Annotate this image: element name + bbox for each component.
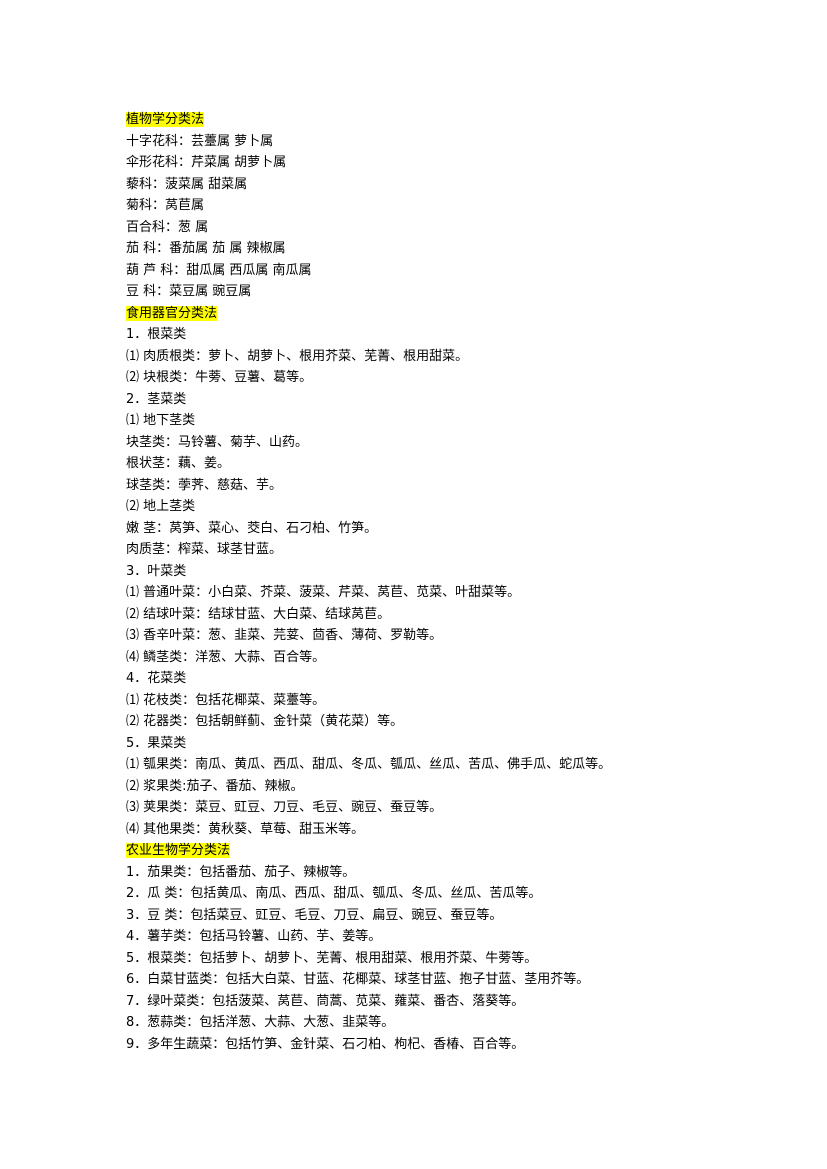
text-line-content: ⑴ 花枝类：包括花椰菜、菜薹等。 <box>126 692 326 708</box>
text-line-content: ⑵ 花器类：包括朝鲜蓟、金针菜（黄花菜）等。 <box>126 714 404 729</box>
text-line: ⑵ 块根类：牛蒡、豆薯、葛等。 <box>126 367 786 389</box>
text-line: 5．根菜类：包括萝卜、胡萝卜、芜菁、根用甜菜、根用芥菜、牛蒡等。 <box>126 948 786 970</box>
text-line: 1．根菜类 <box>126 324 786 346</box>
text-line-content: 3．豆 类：包括菜豆、豇豆、毛豆、刀豆、扁豆、豌豆、蚕豆等。 <box>126 907 503 923</box>
text-line: 豆 科：菜豆属 豌豆属 <box>126 281 786 303</box>
section-heading: 植物学分类法 <box>126 109 786 131</box>
text-line: ⑴ 普通叶菜：小白菜、芥菜、菠菜、芹菜、莴苣、苋菜、叶甜菜等。 <box>126 582 786 604</box>
text-line: 5．果菜类 <box>126 733 786 755</box>
text-line-content: 嫩 茎：莴笋、菜心、茭白、石刁柏、竹笋。 <box>126 520 378 536</box>
text-line-content: 根状茎：藕、姜。 <box>126 456 231 471</box>
text-line-content: 6．白菜甘蓝类：包括大白菜、甘蓝、花椰菜、球茎甘蓝、抱子甘蓝、茎用芥等。 <box>126 972 590 987</box>
text-line-content: 伞形花科：芹菜属 胡萝卜属 <box>126 155 287 170</box>
text-line: 2．茎菜类 <box>126 389 786 411</box>
text-line-content: ⑵ 浆果类:茄子、番茄、辣椒。 <box>126 778 304 794</box>
section-heading-text: 植物学分类法 <box>126 112 205 127</box>
text-line: ⑴ 花枝类：包括花椰菜、菜薹等。 <box>126 690 786 712</box>
text-line: 肉质茎：榨菜、球茎甘蓝。 <box>126 539 786 561</box>
text-line-content: ⑴ 肉质根类：萝卜、胡萝卜、根用芥菜、芜菁、根用甜菜。 <box>126 348 469 364</box>
text-line: 球茎类：荸荠、慈菇、芋。 <box>126 475 786 497</box>
text-line: 9．多年生蔬菜：包括竹笋、金针菜、石刁柏、枸杞、香椿、百合等。 <box>126 1034 786 1056</box>
text-line-content: ⑴ 地下茎类 <box>126 413 196 428</box>
section-heading: 农业生物学分类法 <box>126 840 786 862</box>
text-line: 嫩 茎：莴笋、菜心、茭白、石刁柏、竹笋。 <box>126 518 786 540</box>
text-line-content: 豆 科：菜豆属 豌豆属 <box>126 284 252 299</box>
text-line-content: 7．绿叶菜类：包括菠菜、莴苣、茼蒿、苋菜、蕹菜、番杏、落葵等。 <box>126 993 525 1009</box>
text-line-content: ⑴ 普通叶菜：小白菜、芥菜、菠菜、芹菜、莴苣、苋菜、叶甜菜等。 <box>126 585 521 600</box>
text-line-content: 1．茄果类：包括番茄、茄子、辣椒等。 <box>126 864 356 880</box>
text-line: ⑴ 地下茎类 <box>126 410 786 432</box>
text-line: ⑵ 花器类：包括朝鲜蓟、金针菜（黄花菜）等。 <box>126 711 786 733</box>
text-line-content: 9．多年生蔬菜：包括竹笋、金针菜、石刁柏、枸杞、香椿、百合等。 <box>126 1036 525 1052</box>
text-line: ⑴ 肉质根类：萝卜、胡萝卜、根用芥菜、芜菁、根用甜菜。 <box>126 346 786 368</box>
text-line-content: 葫 芦 科：甜瓜属 西瓜属 南瓜属 <box>126 262 312 278</box>
text-line-content: ⑵ 结球叶菜：结球甘蓝、大白菜、结球莴苣。 <box>126 606 391 622</box>
text-line: 8．葱蒜类：包括洋葱、大蒜、大葱、韭菜等。 <box>126 1012 786 1034</box>
text-line-content: 8．葱蒜类：包括洋葱、大蒜、大葱、韭菜等。 <box>126 1015 395 1030</box>
text-line-content: 块茎类：马铃薯、菊芋、山药。 <box>126 434 309 450</box>
text-line: ⑵ 结球叶菜：结球甘蓝、大白菜、结球莴苣。 <box>126 604 786 626</box>
section-heading-text: 农业生物学分类法 <box>126 843 231 858</box>
text-line-content: 肉质茎：榨菜、球茎甘蓝。 <box>126 542 283 557</box>
text-line-content: ⑵ 地上茎类 <box>126 499 196 514</box>
text-line: 3．豆 类：包括菜豆、豇豆、毛豆、刀豆、扁豆、豌豆、蚕豆等。 <box>126 905 786 927</box>
text-line: 4．薯芋类：包括马铃薯、山药、芋、姜等。 <box>126 926 786 948</box>
text-line-content: 球茎类：荸荠、慈菇、芋。 <box>126 477 283 493</box>
text-line-content: 3．叶菜类 <box>126 563 187 579</box>
text-line-content: 2．茎菜类 <box>126 391 187 407</box>
text-line-content: 藜科：菠菜属 甜菜属 <box>126 176 248 192</box>
document-body: 植物学分类法十字花科：芸薹属 萝卜属伞形花科：芹菜属 胡萝卜属藜科：菠菜属 甜菜… <box>126 109 786 1055</box>
text-line-content: 5．果菜类 <box>126 735 187 751</box>
text-line: ⑴ 瓠果类：南瓜、黄瓜、西瓜、甜瓜、冬瓜、瓠瓜、丝瓜、苦瓜、佛手瓜、蛇瓜等。 <box>126 754 786 776</box>
text-line: 菊科：莴苣属 <box>126 195 786 217</box>
text-line: 4．花菜类 <box>126 668 786 690</box>
text-line-content: 菊科：莴苣属 <box>126 198 205 213</box>
text-line-content: ⑶ 香辛叶菜：葱、韭菜、芫荽、茴香、薄荷、罗勒等。 <box>126 628 443 643</box>
text-line: 块茎类：马铃薯、菊芋、山药。 <box>126 432 786 454</box>
text-line: 十字花科：芸薹属 萝卜属 <box>126 131 786 153</box>
text-line-content: 2．瓜 类：包括黄瓜、南瓜、西瓜、甜瓜、瓠瓜、冬瓜、丝瓜、苦瓜等。 <box>126 886 542 901</box>
text-line: 茄 科：番茄属 茄 属 辣椒属 <box>126 238 786 260</box>
text-line: ⑶ 香辛叶菜：葱、韭菜、芫荽、茴香、薄荷、罗勒等。 <box>126 625 786 647</box>
text-line-content: ⑷ 其他果类：黄秋葵、草莓、甜玉米等。 <box>126 821 365 837</box>
section-heading: 食用器官分类法 <box>126 303 786 325</box>
text-line-content: ⑶ 荚果类：菜豆、豇豆、刀豆、毛豆、豌豆、蚕豆等。 <box>126 800 443 815</box>
text-line-content: 百合科：葱 属 <box>126 219 209 235</box>
text-line: ⑷ 其他果类：黄秋葵、草莓、甜玉米等。 <box>126 819 786 841</box>
text-line: 藜科：菠菜属 甜菜属 <box>126 174 786 196</box>
text-line-content: 4．花菜类 <box>126 671 187 686</box>
text-line-content: ⑵ 块根类：牛蒡、豆薯、葛等。 <box>126 370 313 385</box>
text-line: 根状茎：藕、姜。 <box>126 453 786 475</box>
text-line-content: 5．根菜类：包括萝卜、胡萝卜、芜菁、根用甜菜、根用芥菜、牛蒡等。 <box>126 950 538 966</box>
text-line: 伞形花科：芹菜属 胡萝卜属 <box>126 152 786 174</box>
text-line: 6．白菜甘蓝类：包括大白菜、甘蓝、花椰菜、球茎甘蓝、抱子甘蓝、茎用芥等。 <box>126 969 786 991</box>
text-line: ⑷ 鳞茎类：洋葱、大蒜、百合等。 <box>126 647 786 669</box>
text-line-content: 十字花科：芸薹属 萝卜属 <box>126 133 274 149</box>
text-line: 百合科：葱 属 <box>126 217 786 239</box>
text-line-content: ⑴ 瓠果类：南瓜、黄瓜、西瓜、甜瓜、冬瓜、瓠瓜、丝瓜、苦瓜、佛手瓜、蛇瓜等。 <box>126 757 612 772</box>
text-line-content: ⑷ 鳞茎类：洋葱、大蒜、百合等。 <box>126 649 326 665</box>
text-line: 7．绿叶菜类：包括菠菜、莴苣、茼蒿、苋菜、蕹菜、番杏、落葵等。 <box>126 991 786 1013</box>
text-line: ⑵ 地上茎类 <box>126 496 786 518</box>
text-line: 1．茄果类：包括番茄、茄子、辣椒等。 <box>126 862 786 884</box>
text-line-content: 4．薯芋类：包括马铃薯、山药、芋、姜等。 <box>126 929 382 944</box>
text-line: 2．瓜 类：包括黄瓜、南瓜、西瓜、甜瓜、瓠瓜、冬瓜、丝瓜、苦瓜等。 <box>126 883 786 905</box>
section-heading-text: 食用器官分类法 <box>126 305 218 321</box>
text-line: 3．叶菜类 <box>126 561 786 583</box>
text-line-content: 1．根菜类 <box>126 327 187 342</box>
text-line: ⑶ 荚果类：菜豆、豇豆、刀豆、毛豆、豌豆、蚕豆等。 <box>126 797 786 819</box>
text-line: 葫 芦 科：甜瓜属 西瓜属 南瓜属 <box>126 260 786 282</box>
text-line-content: 茄 科：番茄属 茄 属 辣椒属 <box>126 241 286 256</box>
text-line: ⑵ 浆果类:茄子、番茄、辣椒。 <box>126 776 786 798</box>
